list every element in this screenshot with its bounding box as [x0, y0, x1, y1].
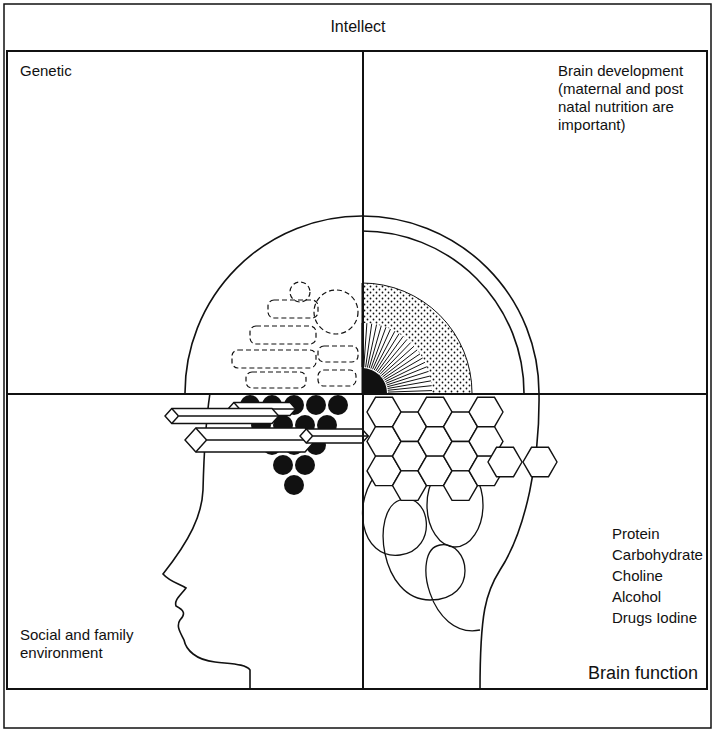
- quadrant-box: Social and family environment: [6, 393, 364, 690]
- quadrant-box: Genetic: [6, 50, 364, 395]
- radiating-fibres: [362, 323, 432, 392]
- diagram-title: Intellect: [0, 0, 716, 36]
- quadrant-box: Brain development (maternal and post nat…: [362, 50, 708, 395]
- stipple-region: [362, 283, 472, 393]
- nutrient-list: Protein Carbohydrate Choline Alcohol Dru…: [612, 523, 703, 628]
- skull-inner-line: [362, 231, 524, 393]
- dashed-structures: [232, 282, 358, 388]
- quadrant-label: Brain function: [588, 664, 698, 682]
- hexagonal-prisms: [165, 403, 368, 453]
- hexagon-molecules: [367, 397, 557, 500]
- quadrant-label: Social and family environment: [20, 626, 170, 662]
- looped-fibre: [363, 463, 483, 631]
- quadrant-box: Protein Carbohydrate Choline Alcohol Dru…: [362, 393, 708, 690]
- brain-core: [362, 368, 387, 393]
- outer-frame: [4, 4, 711, 728]
- quadrant-label: Genetic: [20, 62, 72, 80]
- quadrant-label: Brain development (maternal and post nat…: [558, 62, 698, 134]
